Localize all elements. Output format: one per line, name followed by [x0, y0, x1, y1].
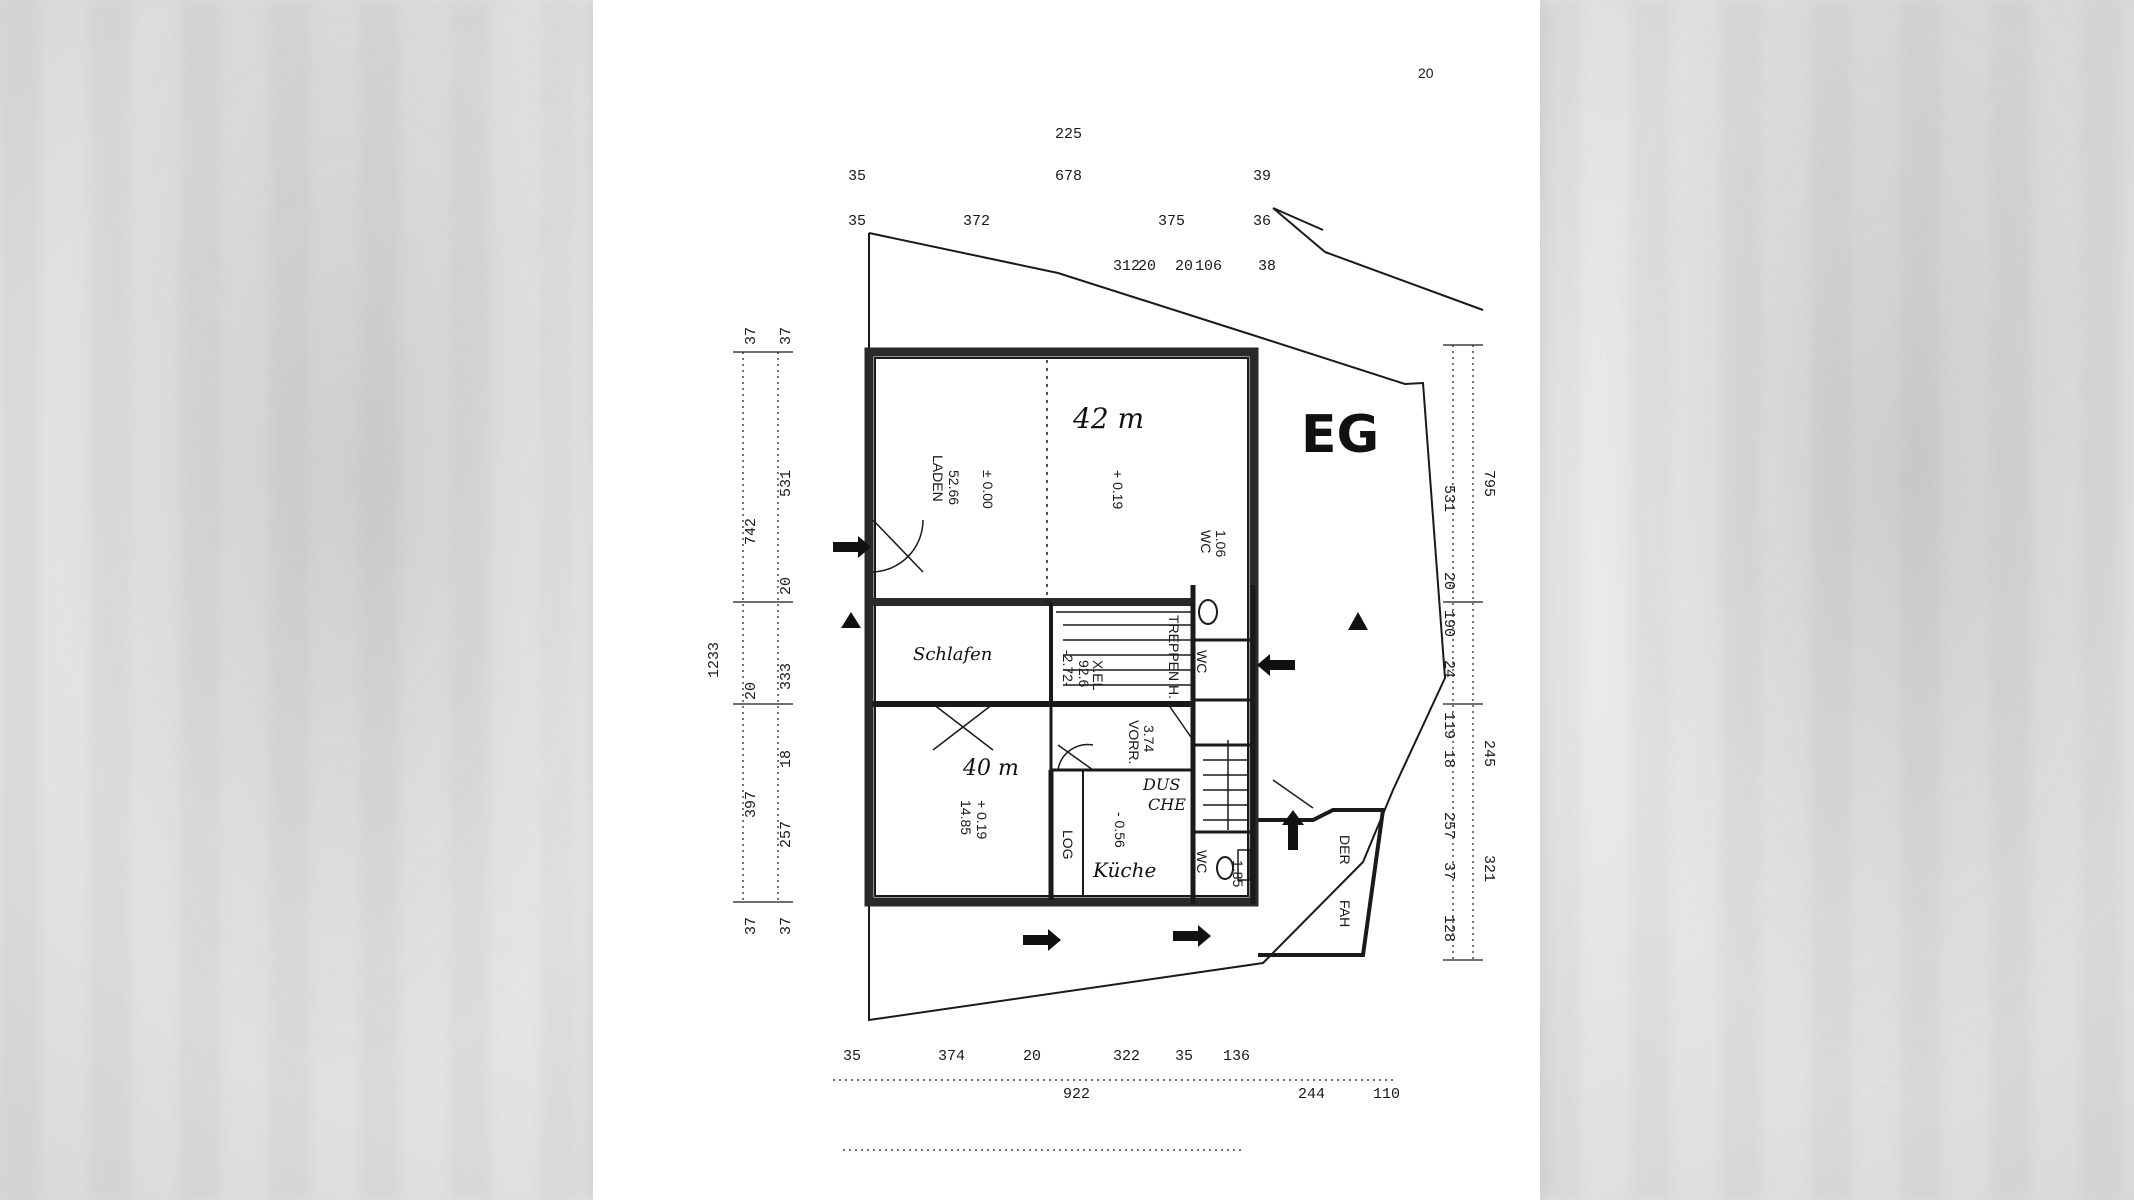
room-kueche-label: Küche	[1092, 858, 1156, 882]
dim-top: 678	[1055, 168, 1082, 185]
room-laden-area: 52.66	[946, 470, 962, 505]
north-arrow	[1272, 207, 1484, 311]
dim-left: 1233	[706, 642, 723, 678]
dim-left: 37	[778, 327, 795, 345]
room-wc-lower-area: 1.85	[1230, 860, 1246, 887]
dim-top: 36	[1253, 213, 1271, 230]
toilet-icon	[1198, 599, 1218, 625]
room-wc-upper-area: 1.06	[1213, 530, 1229, 557]
dim-left: 37	[743, 917, 760, 935]
dim-bottom: 35	[1175, 1048, 1193, 1065]
dim-left: 20	[743, 682, 760, 700]
room-treppen-area: 92.6	[1076, 660, 1092, 687]
room-dusche-label: CHE	[1148, 795, 1186, 814]
door-swing	[1167, 703, 1194, 741]
dim-right: 531	[1440, 485, 1457, 512]
room-loggia-label: LOG	[1060, 830, 1076, 860]
dim-right: 321	[1480, 855, 1497, 882]
door-swing	[1057, 743, 1094, 771]
room-lower-area: 14.85	[958, 800, 974, 835]
section-marker-icon	[1348, 612, 1368, 630]
entrance-arrow-icon	[833, 536, 871, 558]
toilet-icon	[1216, 856, 1234, 880]
room-laden-label: LADEN	[930, 455, 946, 502]
dim-bottom: 322	[1113, 1048, 1140, 1065]
dim-right: 24	[1440, 660, 1457, 678]
dim-top: 35	[848, 213, 866, 230]
dim-right: 37	[1440, 862, 1457, 880]
dim-bottom: 244	[1298, 1086, 1325, 1103]
dim-bottom: 922	[1063, 1086, 1090, 1103]
level-zero: ± 0.00	[980, 470, 996, 509]
room-fahrrad-label: FAH	[1337, 900, 1353, 927]
dim-bottom: 110	[1373, 1086, 1400, 1103]
dim-bottom: 374	[938, 1048, 965, 1065]
level-upper: + 0.19	[1110, 470, 1126, 510]
floor-label: EG	[1301, 405, 1379, 465]
dim-right: 128	[1440, 915, 1457, 942]
dim-left: 333	[778, 663, 795, 690]
dim-left: 742	[743, 518, 760, 545]
blurred-background-left	[0, 0, 593, 1200]
blurred-background-right	[1541, 0, 2134, 1200]
room-lower-level: + 0.19	[974, 800, 990, 840]
entrance-arrow-icon	[1282, 810, 1304, 850]
room-schlafen-label: Schlafen	[913, 644, 992, 665]
door-swing	[932, 703, 994, 751]
dim-right: 190	[1440, 610, 1457, 637]
dim-left: 397	[743, 791, 760, 818]
entrance-arrow-icon	[1023, 929, 1061, 951]
room-fahrrad-label: DER	[1337, 835, 1353, 865]
dim-right: 119	[1440, 712, 1457, 739]
room-dusche-label: DUS	[1142, 775, 1180, 794]
page-number: 20	[1418, 65, 1434, 81]
area-lower: 40 m	[962, 756, 1019, 781]
dim-bottom: 136	[1223, 1048, 1250, 1065]
dim-top: 225	[1055, 126, 1082, 143]
staircase	[1056, 611, 1248, 830]
area-upper: 42 m	[1072, 402, 1144, 435]
dim-bottom: 20	[1023, 1048, 1041, 1065]
level-stair: -2.72-	[1060, 650, 1076, 687]
dim-right: 257	[1440, 812, 1457, 839]
dim-left: 37	[743, 327, 760, 345]
floor-plan-page: 20 EG 42 m 40 m LADEN 52.66 ± 0.00 + 0.1…	[593, 0, 1540, 1200]
room-wc-lower-label: WC	[1194, 850, 1210, 873]
room-wc-mid-label: WC	[1194, 650, 1210, 673]
outer-wall	[864, 347, 1259, 907]
room-treppen-label: TREPPEN H.	[1166, 615, 1182, 699]
section-marker-icon	[841, 612, 861, 628]
dim-top: 375	[1158, 213, 1185, 230]
dim-right: 795	[1480, 470, 1497, 497]
dim-left: 37	[778, 917, 795, 935]
room-treppen-area2: X.EL	[1090, 660, 1106, 691]
dim-left: 20	[778, 577, 795, 595]
bicycle-room	[1258, 808, 1386, 957]
dim-top: 372	[963, 213, 990, 230]
dim-top: 20	[1175, 258, 1193, 275]
dim-top: 20	[1138, 258, 1156, 275]
entrance-arrow-icon	[1257, 654, 1295, 676]
dim-left: 531	[778, 470, 795, 497]
dim-left: 257	[778, 821, 795, 848]
dim-left: 18	[778, 750, 795, 768]
dim-top: 38	[1258, 258, 1276, 275]
level-kueche: - 0.56	[1112, 812, 1128, 848]
room-wc-upper-label: WC	[1198, 530, 1214, 553]
floor-plan-drawing: 20 EG 42 m 40 m LADEN 52.66 ± 0.00 + 0.1…	[706, 65, 1497, 1151]
entrance-arrow-icon	[1173, 925, 1211, 947]
door-swing	[872, 519, 924, 573]
dim-right: 245	[1480, 740, 1497, 767]
dim-right: 18	[1440, 750, 1457, 768]
dim-top: 312	[1113, 258, 1140, 275]
dim-right: 20	[1440, 572, 1457, 590]
property-boundary	[868, 232, 1447, 1022]
dim-top: 106	[1195, 258, 1222, 275]
dim-top: 39	[1253, 168, 1271, 185]
room-vorr-area: 3.74	[1141, 725, 1157, 752]
dim-bottom: 35	[843, 1048, 861, 1065]
dim-top: 35	[848, 168, 866, 185]
room-vorr-label: VORR.	[1126, 720, 1142, 764]
